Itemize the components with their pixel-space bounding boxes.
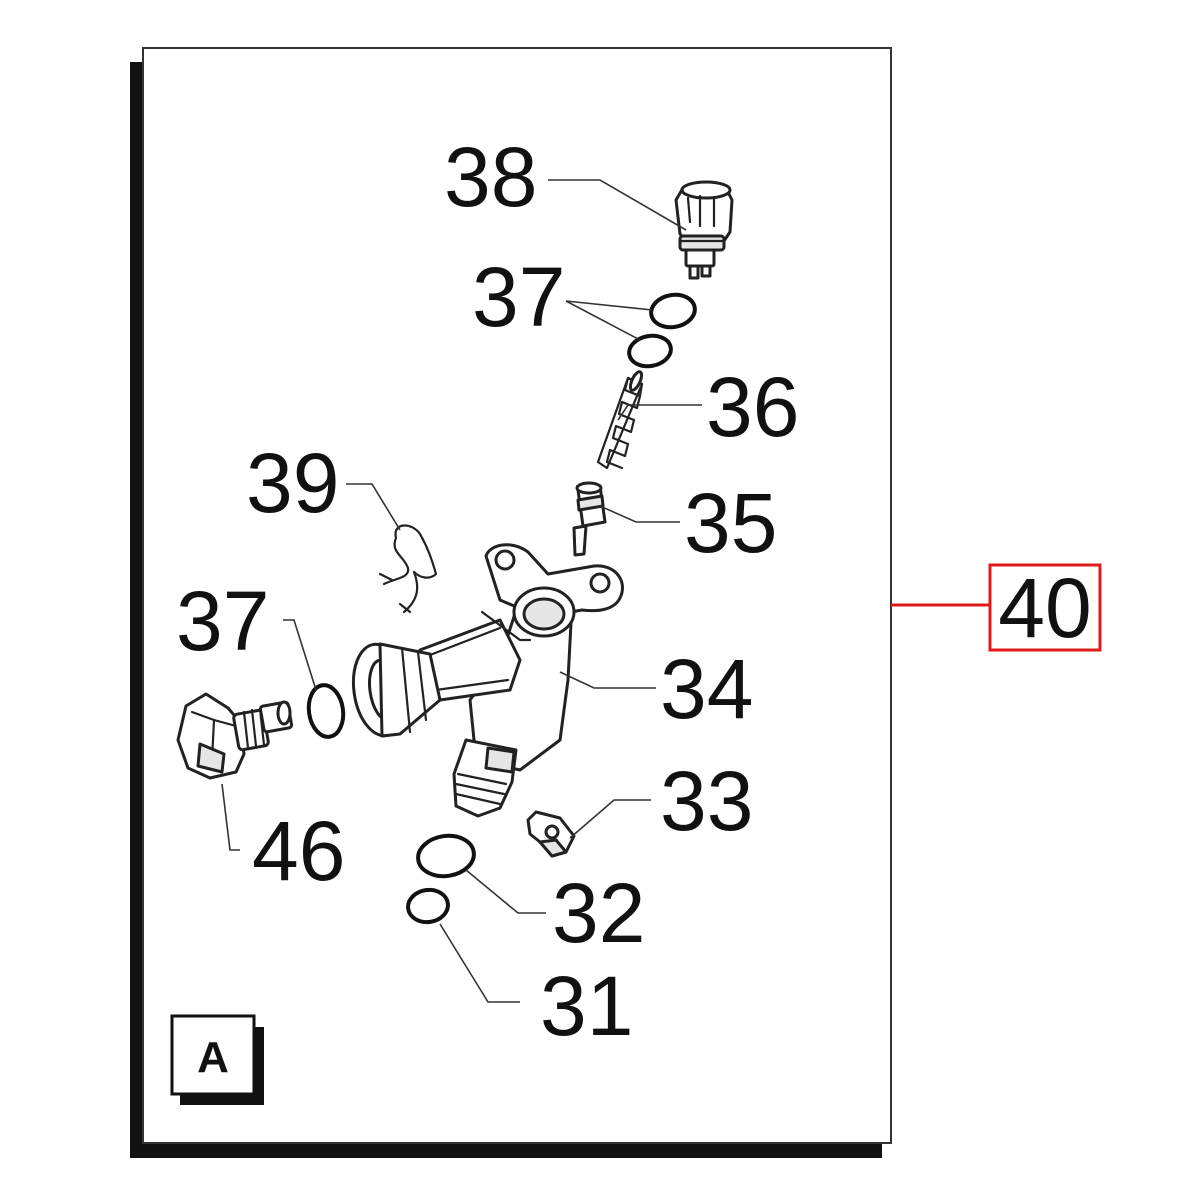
part-label-31: 31 — [540, 959, 633, 1053]
part-46-knob — [176, 692, 294, 780]
section-label-box: A — [170, 1014, 264, 1105]
part-39-clip — [378, 524, 438, 614]
part-label-37-left: 37 — [176, 574, 269, 668]
part-37-o-rings-upper — [627, 292, 697, 369]
part-labels: 38 37 36 35 39 37 34 46 33 32 31 — [176, 130, 799, 1053]
part-label-35: 35 — [684, 476, 777, 570]
part-35-valve-stem — [572, 481, 607, 557]
part-34-valve-body — [351, 543, 624, 818]
assembly-callout: 40 — [891, 561, 1102, 655]
part-33-clip — [526, 810, 576, 858]
leader-lines — [221, 179, 702, 1003]
part-37-o-ring-left — [306, 683, 346, 739]
part-32-o-ring — [416, 833, 476, 879]
part-label-46: 46 — [252, 804, 345, 898]
part-label-37-upper: 37 — [472, 250, 565, 344]
part-31-o-ring — [406, 887, 450, 925]
part-label-32: 32 — [552, 866, 645, 960]
part-38-valve-cap — [674, 180, 734, 280]
part-36-spring — [596, 370, 644, 470]
part-label-39: 39 — [246, 436, 339, 530]
part-label-36: 36 — [706, 360, 799, 454]
part-label-33: 33 — [660, 754, 753, 848]
part-label-34: 34 — [660, 642, 753, 736]
part-label-38: 38 — [444, 130, 537, 224]
section-label: A — [197, 1033, 229, 1082]
assembly-callout-number: 40 — [998, 561, 1091, 655]
